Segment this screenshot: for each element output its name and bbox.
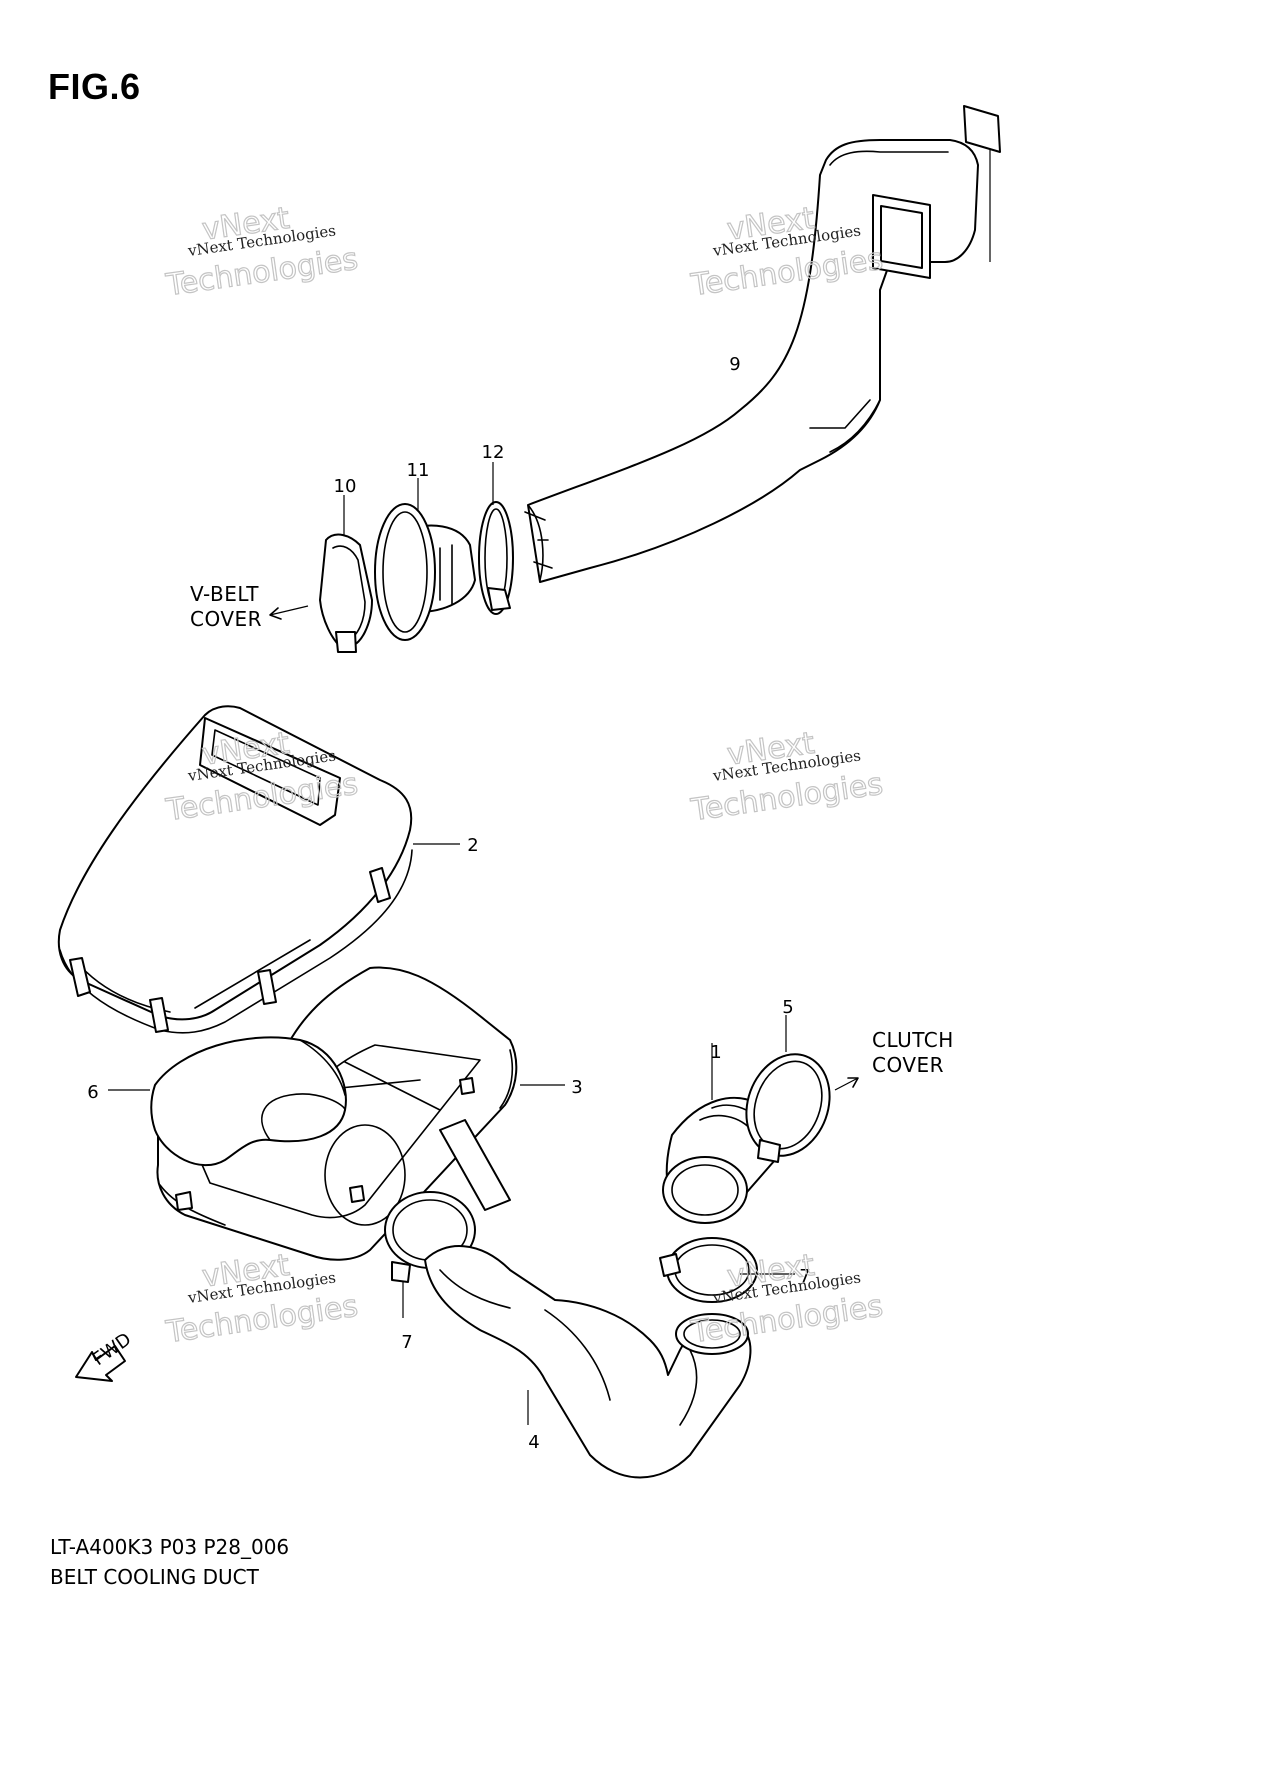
diagram-code: LT-A400K3 P03 P28_006 xyxy=(50,1535,290,1559)
part-9-boot xyxy=(374,478,476,641)
vbelt-cover-label-1: V-BELT xyxy=(190,582,259,606)
part-11-clamp xyxy=(478,462,514,615)
part-4-lower-duct xyxy=(424,1245,752,1479)
callout-2: 2 xyxy=(467,835,478,856)
clutch-cover-label-1: CLUTCH xyxy=(872,1028,954,1052)
callout-1: 1 xyxy=(710,1042,721,1063)
fwd-arrow-icon: FWD xyxy=(75,1329,135,1382)
callout-5: 5 xyxy=(782,997,793,1018)
callout-7-right: 7 xyxy=(799,1266,810,1287)
callout-8: 9 xyxy=(729,354,740,375)
watermark-top-left: vNext vNext Technologies Technologies xyxy=(163,200,361,304)
callout-10: 10 xyxy=(334,476,357,497)
vbelt-cover-arrow xyxy=(269,605,309,620)
part-5-clamp xyxy=(745,1015,831,1163)
part-12-label-plate xyxy=(963,105,1001,262)
part-8-cooling-duct xyxy=(524,139,979,583)
callout-9: 11 xyxy=(407,460,430,481)
callout-7-left: 7 xyxy=(401,1332,412,1353)
part-6-seal xyxy=(108,1036,347,1167)
callout-11: 12 xyxy=(482,442,505,463)
part-10-clamp xyxy=(319,495,373,653)
callout-4: 4 xyxy=(528,1432,539,1453)
figure-title: FIG.6 xyxy=(48,66,141,107)
clutch-cover-label-2: COVER xyxy=(872,1053,944,1077)
part-2-airbox-cover xyxy=(57,705,460,1034)
diagram-caption: BELT COOLING DUCT xyxy=(50,1565,259,1589)
clutch-cover-arrow xyxy=(834,1077,859,1091)
vbelt-cover-label-2: COVER xyxy=(190,607,262,631)
callout-6: 6 xyxy=(87,1082,98,1103)
part-7-clamp-right xyxy=(659,1237,795,1303)
callout-3: 3 xyxy=(571,1077,582,1098)
watermark-mid-right: vNext vNext Technologies Technologies xyxy=(688,725,886,829)
diagram-footer: LT-A400K3 P03 P28_006 BELT COOLING DUCT xyxy=(50,1532,289,1592)
